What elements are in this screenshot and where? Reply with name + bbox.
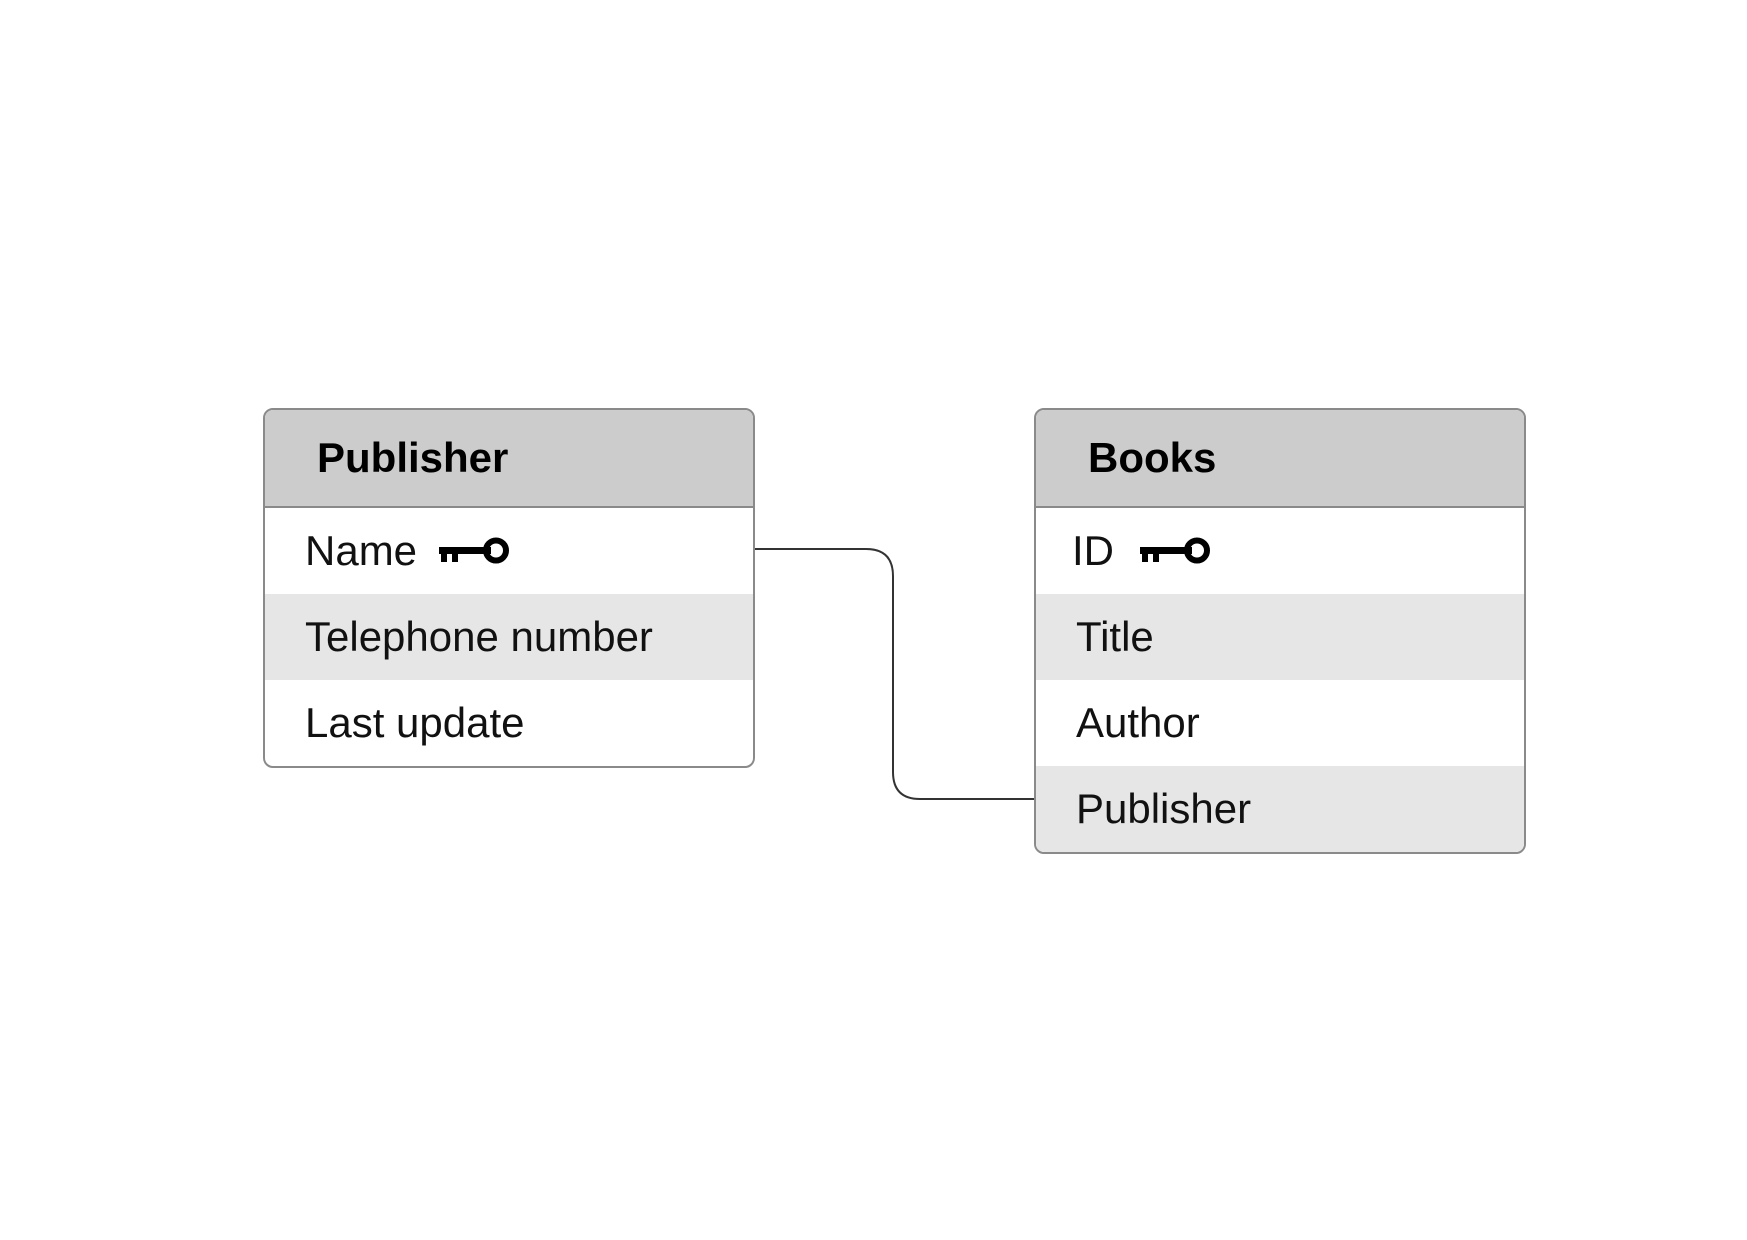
field-label: Author [1076,699,1200,746]
field-label: Telephone number [305,613,653,660]
field-label: ID [1072,527,1114,574]
entity-publisher[interactable]: Publisher Name Telephone number Last upd… [263,408,755,768]
field-row-publisher[interactable]: Publisher [1036,766,1524,852]
key-icon [1138,535,1214,567]
field-label: Title [1076,613,1154,660]
entity-books[interactable]: Books ID Title Author Publisher [1034,408,1526,854]
field-label: Last update [305,699,525,746]
field-row-id[interactable]: ID [1036,508,1524,594]
entity-header: Publisher [265,410,753,508]
key-icon [437,535,513,567]
field-row-title[interactable]: Title [1036,594,1524,680]
relationship-line [755,548,1034,800]
entity-title: Books [1088,434,1217,481]
field-row-author[interactable]: Author [1036,680,1524,766]
entity-title: Publisher [317,434,509,481]
field-row-last-update[interactable]: Last update [265,680,753,766]
field-row-telephone-number[interactable]: Telephone number [265,594,753,680]
field-row-name[interactable]: Name [265,508,753,594]
field-label: Publisher [1076,785,1252,832]
field-label: Name [305,527,418,574]
entity-header: Books [1036,410,1524,508]
